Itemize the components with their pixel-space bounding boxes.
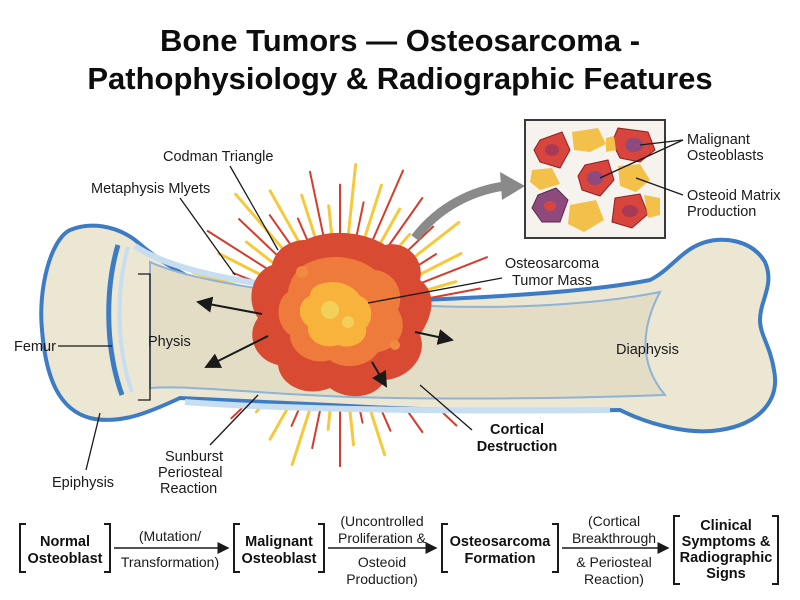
tumor-mass xyxy=(251,232,432,397)
flow-transition-1: (Mutation/ Transformation) xyxy=(114,528,230,570)
cortex-bottom xyxy=(184,399,611,414)
flow-stage-clinical-signs: Clinical Symptoms & Radiographic Signs xyxy=(673,515,779,585)
leader-epiphysis xyxy=(85,412,101,471)
transition-1-line-2: Transformation) xyxy=(121,554,219,570)
stage-2-line-2: Osteoblast xyxy=(242,551,317,567)
leader-sunburst xyxy=(209,394,259,446)
label-metaphysis: Metaphysis Mlyets xyxy=(91,181,210,197)
stage-4-line-4: Signs xyxy=(706,566,745,582)
flow-stage-malignant-osteoblast: Malignant Osteoblast xyxy=(233,523,325,573)
transition-3-line-2: Breakthrough xyxy=(572,530,656,546)
stage-3-line-1: Osteosarcoma xyxy=(450,534,552,550)
growth-plate xyxy=(106,244,125,396)
histology-cells xyxy=(530,127,660,232)
leader-metaphysis xyxy=(179,197,236,276)
label-sunburst-2: Periosteal xyxy=(158,465,222,481)
transition-3-line-1: (Cortical xyxy=(588,513,640,529)
leader-codman xyxy=(229,165,279,251)
osteoid-matrix xyxy=(606,136,616,152)
leader-tumor-mass xyxy=(367,277,503,304)
stage-4-line-2: Symptoms & xyxy=(682,534,771,550)
osteoid-matrix xyxy=(530,168,560,190)
transition-3-line-3: & Periosteal xyxy=(576,554,651,570)
label-epiphysis: Epiphysis xyxy=(52,475,114,491)
growth-plate-inner xyxy=(117,246,134,393)
label-tumor-mass-1: Osteosarcoma xyxy=(505,256,600,272)
stage-3-line-2: Formation xyxy=(465,551,536,567)
stage-1-line-2: Osteoblast xyxy=(28,551,103,567)
label-cortical-2: Destruction xyxy=(477,439,558,455)
osteoid-matrix xyxy=(572,128,606,152)
stage-2-line-1: Malignant xyxy=(245,534,313,550)
label-physis: Physis xyxy=(148,334,191,350)
osteoid-matrix xyxy=(568,200,604,232)
flow-transition-3: (Cortical Breakthrough & Periosteal Reac… xyxy=(562,513,670,587)
transition-3-line-4: Reaction) xyxy=(584,571,644,587)
osteoid-matrix xyxy=(644,195,660,218)
physis-bracket xyxy=(138,273,151,401)
tumor-spread-arrows xyxy=(196,296,454,388)
label-sunburst-3: Reaction xyxy=(160,481,217,497)
osteoid-matrix xyxy=(618,164,650,192)
label-diaphysis: Diaphysis xyxy=(616,342,679,358)
transition-2-line-2: Proliferation & xyxy=(338,530,427,546)
histology-inset xyxy=(524,119,684,239)
label-malignant-osteoblasts-1: Malignant xyxy=(687,132,750,148)
label-femur: Femur xyxy=(14,339,56,355)
stage-4-line-1: Clinical xyxy=(700,518,752,534)
stage-4-line-3: Radiographic xyxy=(680,550,773,566)
label-malignant-osteoblasts-2: Osteoblasts xyxy=(687,148,764,164)
inset-pointer-arrow xyxy=(411,181,506,241)
flow-stage-osteosarcoma-formation: Osteosarcoma Formation xyxy=(441,523,559,573)
transition-1-line-1: (Mutation/ xyxy=(139,528,201,544)
transition-2-line-1: (Uncontrolled xyxy=(340,513,423,529)
label-osteoid-matrix-1: Osteoid Matrix xyxy=(687,188,781,204)
flow-transition-2: (Uncontrolled Proliferation & Osteoid Pr… xyxy=(328,513,438,587)
leader-malignant-osteoblasts-2 xyxy=(599,139,684,179)
transition-2-line-4: Production) xyxy=(346,571,418,587)
label-sunburst-1: Sunburst xyxy=(165,449,223,465)
leader-malignant-osteoblasts xyxy=(639,139,684,146)
page-title: Bone Tumors — Osteosarcoma - Pathophysio… xyxy=(0,22,800,98)
flow-stage-normal-osteoblast: Normal Osteoblast xyxy=(19,523,111,573)
title-line-1: Bone Tumors — Osteosarcoma - xyxy=(159,23,641,58)
transition-2-line-3: Osteoid xyxy=(358,554,406,570)
pathogenesis-flow: Normal Osteoblast (Mutation/ Transformat… xyxy=(19,513,779,587)
label-cortical-1: Cortical xyxy=(490,422,544,438)
stage-1-line-1: Normal xyxy=(40,534,90,550)
leader-osteoid-matrix xyxy=(635,177,684,196)
leader-lines xyxy=(58,165,503,471)
label-osteoid-matrix-2: Production xyxy=(687,204,756,220)
title-line-2: Pathophysiology & Radiographic Features xyxy=(87,61,713,96)
label-tumor-mass-2: Tumor Mass xyxy=(512,273,592,289)
label-codman-triangle: Codman Triangle xyxy=(163,149,273,165)
annotations: Codman Triangle Metaphysis Mlyets Femur … xyxy=(14,132,781,497)
leader-cortical xyxy=(419,384,473,431)
